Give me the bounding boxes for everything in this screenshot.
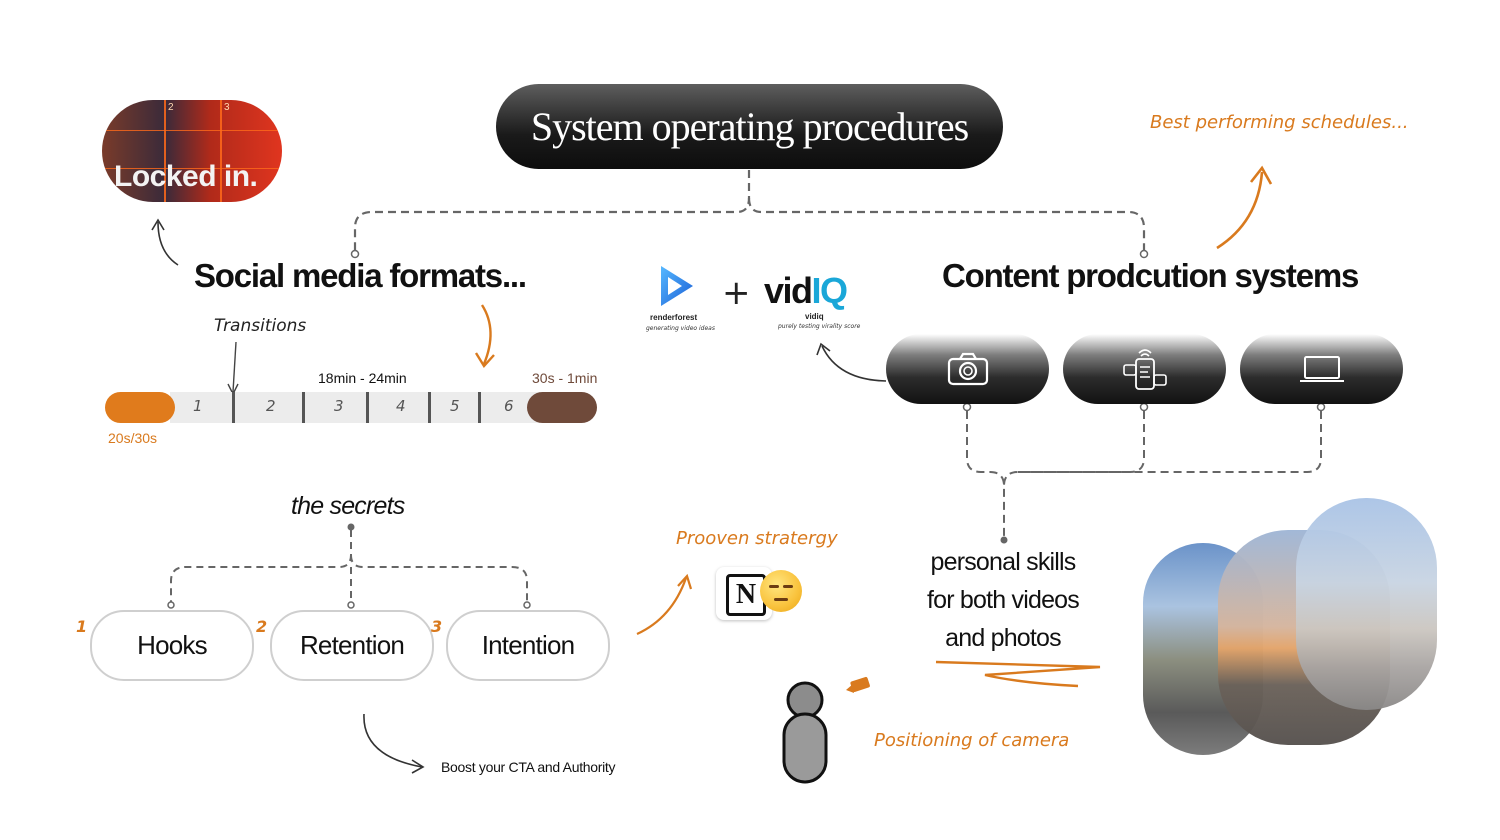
camera-icon [947,352,988,386]
thumbnail-guide [102,168,282,169]
timeline-segment-number: 5 [450,397,460,415]
timeline-segment-number: 6 [504,397,514,415]
title-pill: System operating procedures [496,84,1003,169]
timeline-tick [478,392,481,423]
secrets-title: the secrets [291,492,405,520]
skills-line: personal skills [930,548,1076,576]
arrow-to-thumbnail [157,221,179,266]
boost-text: Boost your CTA and Authority [441,759,616,775]
retention-pill: Retention [270,610,434,681]
vidiq-name: vidiq [805,312,824,321]
laptop-icon [1299,356,1344,382]
arrow-to-schedules [1216,171,1264,250]
timeline-tick [428,392,431,423]
renderforest-sub: generating video ideas [646,325,715,332]
vidiq-sub: purely testing virality score [778,323,861,330]
timeline-middle-label: 18min - 24min [318,370,407,386]
timeline-tick [232,392,235,423]
laptop-pill [1240,334,1403,404]
social-heading: Social media formats... [194,257,527,294]
smirk-emoji-icon [760,570,802,612]
renderforest-name: renderforest [650,313,698,322]
thumbnail-marker: 1 [110,102,116,113]
timeline-start-label: 20s/30s [108,430,158,446]
page-title: System operating procedures [530,104,969,149]
renderforest-logo-icon [661,266,693,306]
hooks-label: Hooks [137,630,207,660]
timeline-tick [366,392,369,423]
thumbnail-marker: 2 [168,102,174,113]
thumbnail-text: Locked in. [114,160,258,193]
photo-palm [1296,498,1437,710]
timeline-segment-number: 2 [266,397,276,415]
timeline-segment-number: 1 [193,397,203,415]
timeline-tick [302,392,305,423]
transitions-pointer [232,341,237,393]
hooks-pill: Hooks [90,610,254,681]
retention-label: Retention [299,630,405,660]
plus-sign: + [722,273,751,313]
best-schedules-label: Best performing schedules... [1150,112,1409,133]
intention-label: Intention [481,630,575,660]
video-camera-icon [846,676,870,693]
title-bracket [353,170,751,252]
vidiq-logo: vidIQ [764,270,849,312]
person-icon [782,681,828,784]
thumbnail-marker: 3 [224,102,230,113]
vidiq-logo-main: vid [764,270,813,311]
proven-strategy-label: Prooven stratergy [676,528,838,549]
timeline-end-label: 30s - 1min [532,370,598,386]
timeline-segment-number: 3 [334,397,344,415]
intention-number: 3 [431,617,443,636]
timeline-segment-number: 4 [396,397,406,415]
skills-line: and photos [945,624,1062,652]
thumbnail-guide [102,130,282,131]
vidiq-logo-iq: IQ [811,270,849,311]
transitions-label: Transitions [214,316,307,336]
timeline-start-segment [105,392,175,423]
content-heading: Content prodcution systems [942,257,1359,294]
arrow-to-vidiq [821,345,887,382]
social-phone-pill [1063,334,1226,404]
thumbnail-image: 1 2 3 Locked in. [102,100,282,202]
thumbnail-guide [164,100,166,202]
intention-pill: Intention [446,610,610,681]
secrets-bracket [170,530,352,603]
timeline-bar [170,392,540,423]
skills-underline [935,660,1101,688]
arrow-to-strategy [636,577,688,636]
arrow-to-boost [363,713,423,768]
skills-bracket [966,411,1005,538]
skills-line: for both videos [927,586,1080,614]
hooks-number: 1 [76,617,88,636]
timeline-end-segment [527,392,597,423]
camera-pill [886,334,1049,404]
thumbnail-guide [220,100,222,202]
camera-position-label: Positioning of camera [874,730,1070,751]
retention-number: 2 [256,617,268,636]
arrow-to-timeline [480,304,492,365]
skills-text: personal skills for both videos and phot… [900,543,1106,657]
social-phone-icon [1122,349,1167,390]
